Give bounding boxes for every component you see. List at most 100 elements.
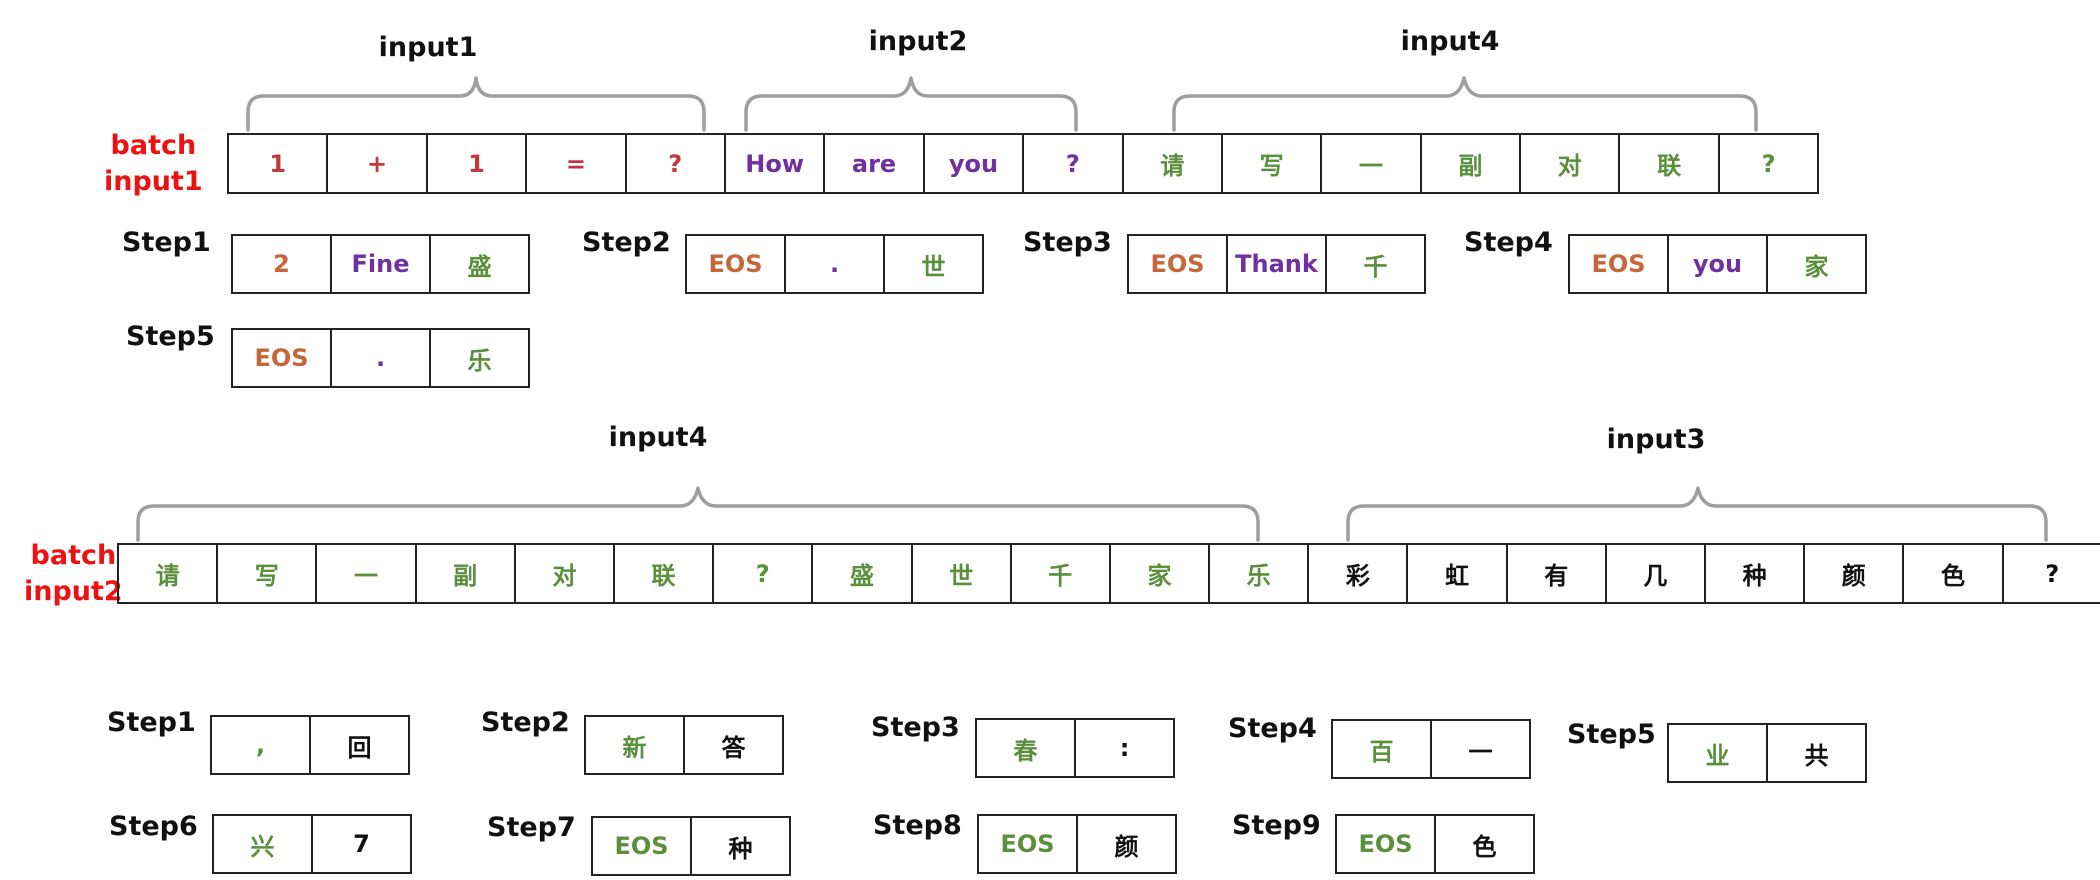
token-cell: are <box>825 133 925 194</box>
token-cell: 乐 <box>1210 543 1310 604</box>
token-cell: 家 <box>1110 543 1211 604</box>
step-token-cell: 世 <box>885 234 984 294</box>
token-cell: 世 <box>912 543 1012 604</box>
step-token-cell: , <box>212 715 311 775</box>
step-token-cell: 新 <box>586 715 685 775</box>
step-label: Step3 <box>1023 227 1112 258</box>
token-cell: 有 <box>1507 543 1607 604</box>
step-token-row: 业共 <box>1667 723 1867 783</box>
token-cell: 请 <box>1123 133 1223 194</box>
step-token-cell: 一 <box>1432 719 1531 779</box>
step-token-cell: 色 <box>1436 814 1535 874</box>
bracket-batch1-input1 <box>246 76 706 132</box>
step-label: Step5 <box>1567 719 1656 750</box>
group-label-input4: input4 <box>1400 26 1500 57</box>
group-label-input4-batch2: input4 <box>608 422 708 453</box>
step-token-cell: Fine <box>332 234 431 294</box>
step-token-cell: 共 <box>1768 723 1867 783</box>
step-token-cell: 颜 <box>1078 814 1177 874</box>
batch-label-1: batch input1 <box>104 128 203 200</box>
batch-label-1-line1: batch <box>110 130 197 161</box>
step-token-cell: 百 <box>1333 719 1432 779</box>
token-cell: 盛 <box>813 543 913 604</box>
step-label: Step8 <box>873 810 962 841</box>
step-token-row: EOS.世 <box>685 234 984 294</box>
token-cell: 写 <box>1222 133 1323 194</box>
step-label: Step2 <box>481 707 570 738</box>
bracket-batch1-input2 <box>744 76 1078 132</box>
step-token-cell: 业 <box>1669 723 1768 783</box>
token-cell: How <box>725 133 826 194</box>
token-cell: 联 <box>1620 133 1720 194</box>
step-label: Step1 <box>107 707 196 738</box>
step-token-cell: . <box>786 234 885 294</box>
step-token-cell: EOS <box>1337 814 1436 874</box>
step-token-cell: . <box>332 328 431 388</box>
step-token-cell: : <box>1076 718 1175 778</box>
step-token-cell: 春 <box>977 718 1076 778</box>
token-cell: = <box>527 133 627 194</box>
step-token-cell: EOS <box>593 816 692 876</box>
token-cell: you <box>924 133 1025 194</box>
step-label: Step5 <box>126 321 215 352</box>
step-token-cell: Thank <box>1228 234 1327 294</box>
batch-label-1-line2: input1 <box>104 166 203 197</box>
token-cell: 种 <box>1706 543 1806 604</box>
step-label: Step9 <box>1232 810 1321 841</box>
step-token-row: 春: <box>975 718 1175 778</box>
step-token-cell: 2 <box>233 234 332 294</box>
step-token-cell: EOS <box>1570 234 1669 294</box>
step-token-cell: EOS <box>687 234 786 294</box>
step-token-cell: 回 <box>311 715 410 775</box>
batch2-token-row: 请写一副对联?盛世千家乐彩虹有几种颜色? <box>117 543 2100 604</box>
step-label: Step1 <box>122 227 211 258</box>
step-token-cell: 家 <box>1768 234 1867 294</box>
batch-label-2: batch input2 <box>24 538 123 610</box>
batch-label-2-line1: batch <box>30 540 117 571</box>
step-label: Step7 <box>487 812 576 843</box>
token-cell: ? <box>1024 133 1124 194</box>
step-token-cell: 乐 <box>431 328 530 388</box>
bracket-batch2-input3 <box>1346 486 2048 542</box>
step-token-row: ,回 <box>210 715 410 775</box>
step-token-cell: EOS <box>233 328 332 388</box>
step-label: Step4 <box>1228 713 1317 744</box>
token-cell: 虹 <box>1408 543 1508 604</box>
token-cell: 副 <box>416 543 516 604</box>
token-cell: 色 <box>1904 543 2004 604</box>
step-token-cell: EOS <box>979 814 1078 874</box>
token-cell: 一 <box>317 543 417 604</box>
step-token-row: EOS.乐 <box>231 328 530 388</box>
step-token-cell: 种 <box>692 816 791 876</box>
bracket-batch1-input4 <box>1172 76 1758 132</box>
token-cell: ? <box>2003 543 2100 604</box>
token-cell: 写 <box>218 543 318 604</box>
group-label-input1: input1 <box>378 32 478 63</box>
token-cell: ? <box>1719 133 1820 194</box>
token-cell: + <box>328 133 428 194</box>
token-cell: 对 <box>1521 133 1621 194</box>
token-cell: 请 <box>119 543 219 604</box>
group-label-input2: input2 <box>868 26 968 57</box>
token-cell: ? <box>714 543 814 604</box>
step-label: Step2 <box>582 227 671 258</box>
step-token-cell: 答 <box>685 715 784 775</box>
token-cell: 1 <box>427 133 528 194</box>
token-cell: 几 <box>1606 543 1706 604</box>
step-token-row: 新答 <box>584 715 784 775</box>
step-token-cell: 千 <box>1327 234 1426 294</box>
step-token-cell: you <box>1669 234 1768 294</box>
batch-label-2-line2: input2 <box>24 576 123 607</box>
step-label: Step3 <box>871 712 960 743</box>
step-token-row: 百一 <box>1331 719 1531 779</box>
token-cell: 副 <box>1421 133 1522 194</box>
